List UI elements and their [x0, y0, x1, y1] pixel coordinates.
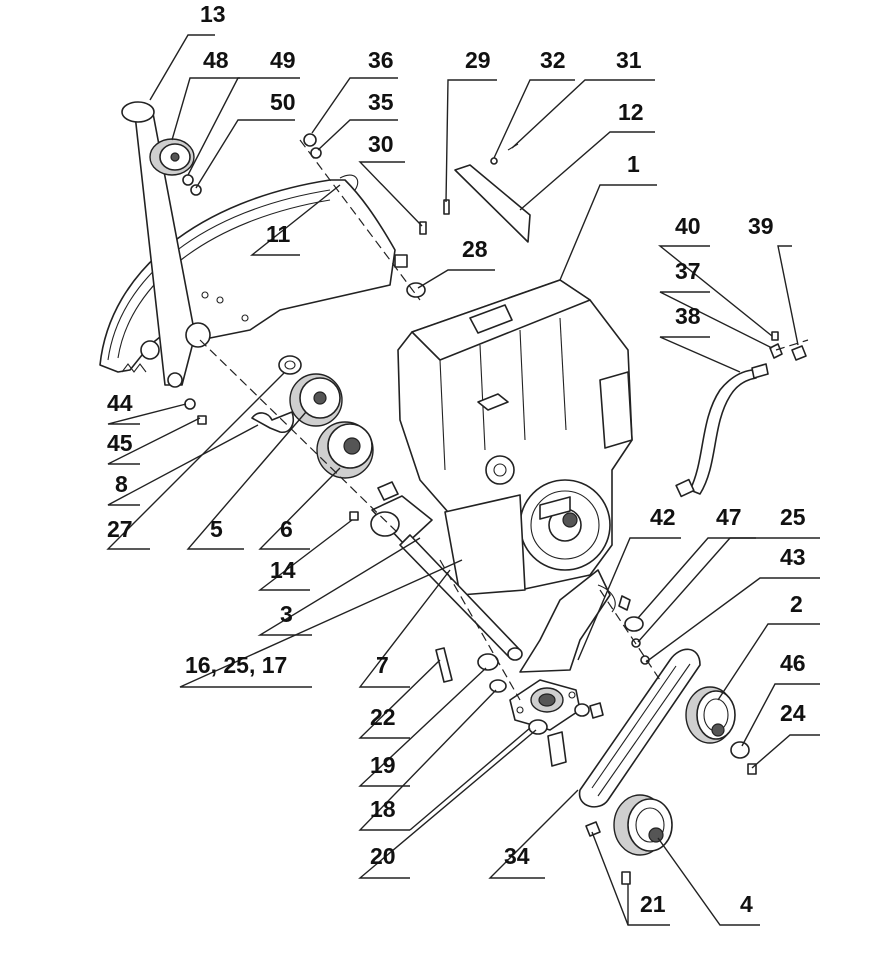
washer-19 — [489, 679, 507, 693]
callout-13: 13 — [200, 1, 226, 27]
screw-21 — [621, 871, 631, 885]
washer-18 — [574, 703, 590, 717]
callout-5: 5 — [210, 516, 223, 542]
callout-3: 3 — [280, 601, 293, 627]
belt-guard-plate — [519, 569, 611, 673]
nut-27 — [278, 355, 302, 375]
callout-32: 32 — [540, 47, 566, 73]
callout-14: 14 — [270, 557, 296, 583]
plate-12 — [454, 164, 531, 243]
callout-42: 42 — [650, 504, 676, 530]
engine — [397, 279, 633, 596]
callout-4: 4 — [740, 891, 753, 917]
callout-34: 34 — [504, 843, 530, 869]
callout-36: 36 — [368, 47, 394, 73]
washer-35 — [310, 147, 322, 159]
washer-46 — [730, 741, 750, 759]
washer-49 — [182, 174, 194, 186]
key-21 — [585, 821, 601, 837]
bearing-18 — [509, 679, 581, 731]
callout-18: 18 — [370, 796, 396, 822]
guard-handle — [121, 101, 211, 388]
spacer-18 — [589, 702, 604, 719]
callout-25: 25 — [780, 504, 806, 530]
pin-22 — [435, 647, 453, 683]
bolt-29 — [443, 199, 450, 215]
callout-27: 27 — [107, 516, 133, 542]
pulley-2 — [685, 686, 736, 744]
callout-45: 45 — [107, 430, 133, 456]
callout-31: 31 — [616, 47, 642, 73]
callout-38: 38 — [675, 303, 701, 329]
arbor-shaft — [370, 481, 523, 661]
callout-16-25-17: 16, 25, 17 — [185, 652, 287, 678]
washer-47 — [624, 616, 644, 632]
callout-6: 6 — [280, 516, 293, 542]
clamp-37 — [769, 343, 783, 359]
bolt-20 — [547, 731, 567, 767]
sleeve-30 — [394, 254, 408, 268]
bolt-40 — [771, 331, 779, 341]
callout-35: 35 — [368, 89, 394, 115]
pulley-4 — [613, 794, 673, 856]
callout-39: 39 — [748, 213, 774, 239]
callout-22: 22 — [370, 704, 396, 730]
callout-40: 40 — [675, 213, 701, 239]
callout-19: 19 — [370, 752, 396, 778]
guard-wheel — [149, 138, 195, 176]
callout-44: 44 — [107, 390, 133, 416]
callout-48: 48 — [203, 47, 229, 73]
key-14 — [349, 511, 359, 521]
callout-8: 8 — [115, 471, 128, 497]
nut-39 — [791, 345, 807, 361]
callout-12: 12 — [618, 99, 644, 125]
screw-45 — [197, 415, 207, 425]
screw-32 — [490, 157, 498, 165]
callout-50: 50 — [270, 89, 296, 115]
washer-20 — [528, 719, 548, 735]
wing-nut-8 — [251, 411, 295, 434]
outer-flange-5 — [289, 373, 343, 427]
callout-2: 2 — [790, 591, 803, 617]
callout-43: 43 — [780, 544, 806, 570]
callout-49: 49 — [270, 47, 296, 73]
callout-21: 21 — [640, 891, 666, 917]
leader-lines — [106, 34, 820, 926]
nut-19 — [477, 653, 499, 671]
callout-29: 29 — [465, 47, 491, 73]
nut-50 — [190, 184, 202, 196]
bolt-42 — [618, 595, 631, 611]
drive-belt — [578, 648, 701, 808]
exhaust-pipe — [675, 363, 769, 498]
callout-11: 11 — [266, 221, 291, 247]
callout-37: 37 — [675, 258, 701, 284]
pin-30 — [419, 221, 427, 235]
nut-36 — [303, 133, 317, 147]
callout-7: 7 — [376, 652, 389, 678]
callout-labels: 13 48 49 50 36 35 30 29 32 31 12 1 11 28… — [107, 1, 806, 917]
callout-20: 20 — [370, 843, 396, 869]
callout-24: 24 — [780, 700, 806, 726]
inner-flange-6 — [316, 421, 374, 479]
callout-47: 47 — [716, 504, 742, 530]
callout-30: 30 — [368, 131, 394, 157]
callout-46: 46 — [780, 650, 806, 676]
callout-1: 1 — [627, 151, 640, 177]
callout-28: 28 — [462, 236, 488, 262]
washer-44 — [184, 398, 196, 410]
